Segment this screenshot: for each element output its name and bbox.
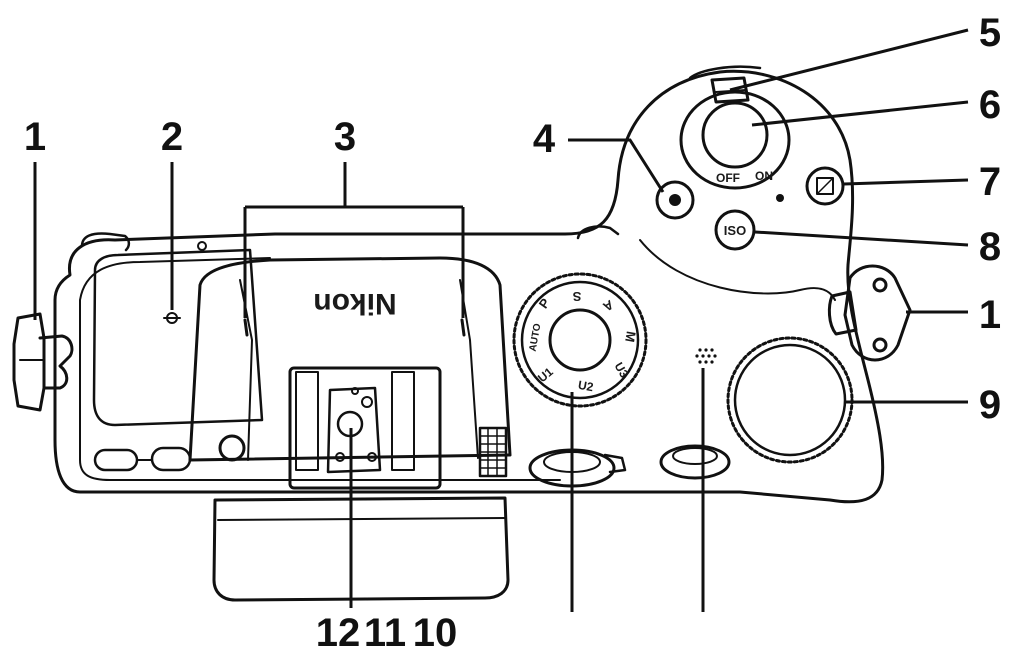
- brand-logo: Nikon: [313, 287, 396, 320]
- shoe-contact-c: [361, 396, 373, 408]
- exposure-compensation-button: [805, 166, 845, 206]
- mode-dial-u1: U1: [535, 364, 556, 385]
- iso-button: [714, 209, 756, 251]
- main-command-dial: [733, 343, 847, 457]
- strap-eyelet-right-lug: [827, 290, 858, 336]
- shoe-contact-b: [367, 452, 377, 462]
- accessory-shoe-rail-right: [391, 371, 415, 471]
- callout-8: 8: [979, 225, 1001, 269]
- viewfinder-hump: [188, 256, 512, 462]
- rear-button-left: [93, 448, 139, 472]
- iso-button-label: ISO: [724, 223, 746, 238]
- top-screw: [197, 241, 207, 251]
- grip-contour: [639, 239, 836, 301]
- speaker-grille: [695, 348, 717, 364]
- right-shoulder: [576, 225, 620, 240]
- camera-body-outline: [53, 69, 885, 504]
- power-switch-lever: [710, 76, 750, 104]
- callout-1-right: 1: [979, 293, 1001, 337]
- exposure-compensation-icon-diagonal: [816, 177, 834, 195]
- mode-dial-knurl: [512, 272, 648, 408]
- leader-5: [729, 28, 969, 92]
- callout-2: 2: [161, 115, 183, 159]
- leader-lines: [33, 28, 969, 612]
- rear-button-right: [150, 446, 192, 472]
- callout-6: 6: [979, 83, 1001, 127]
- callout-11: 11: [364, 611, 406, 655]
- mode-dial-s: S: [572, 289, 581, 304]
- callout-7: 7: [979, 160, 1001, 204]
- strap-eyelet-right-hole-bottom: [872, 337, 888, 353]
- callout-4: 4: [533, 117, 556, 161]
- movie-record-button: [655, 180, 695, 220]
- left-top-panel: [92, 248, 264, 427]
- mode-dial-p: P: [536, 295, 553, 311]
- mode-dial-u2: U2: [577, 378, 595, 395]
- strap-eyelet-left: [12, 312, 46, 412]
- leader-8: [754, 230, 969, 247]
- accessory-shoe-rail-left: [295, 371, 319, 471]
- movie-record-dot: [669, 194, 681, 206]
- shoe-contact-a: [335, 452, 345, 462]
- mode-dial-u3: U3: [612, 360, 632, 381]
- knurl-hatching: [479, 427, 507, 477]
- exposure-compensation-icon: [816, 177, 834, 195]
- microphone-right: [460, 318, 466, 337]
- leader-6: [751, 100, 969, 127]
- power-off-label: OFF: [716, 171, 740, 185]
- shoe-contact-d: [351, 387, 359, 395]
- lower-control-knob-right: [659, 444, 731, 480]
- strap-eyelet-right-hole-top: [872, 277, 888, 293]
- accessory-shoe: [288, 366, 442, 490]
- power-switch-ring: [679, 90, 791, 190]
- main-command-dial-knurl: [726, 336, 854, 464]
- eyepiece-ridge: [217, 517, 506, 521]
- mode-dial-face: [520, 280, 640, 400]
- eyepiece: [212, 496, 510, 602]
- strap-eyelet-left-lug: [38, 334, 74, 390]
- callout-5: 5: [979, 11, 1001, 55]
- power-on-label: ON: [755, 169, 773, 183]
- mode-dial-auto: AUTO: [528, 323, 544, 353]
- accessory-shoe-contact-plate: [326, 386, 382, 474]
- body-inner-ridge: [79, 257, 561, 481]
- left-shoulder: [80, 232, 131, 252]
- indicator-dot: [776, 194, 784, 202]
- mode-dial-lock-button: [548, 308, 612, 372]
- callout-12: 12: [316, 611, 361, 655]
- callout-9: 9: [979, 383, 1001, 427]
- grip-top-edge: [688, 65, 762, 80]
- lower-control-lever: [603, 453, 627, 474]
- callout-1-left: 1: [24, 115, 46, 159]
- microphone-left: [243, 318, 249, 337]
- callout-3: 3: [334, 115, 356, 159]
- mode-dial-a: A: [600, 297, 616, 315]
- lower-control-knob-right-top: [672, 447, 718, 465]
- strap-eyelet-right: [843, 264, 912, 362]
- shutter-release-button: [701, 101, 769, 169]
- leader-4: [568, 138, 665, 193]
- callout-10: 10: [413, 611, 458, 655]
- mode-dial-m: M: [622, 330, 639, 343]
- leader-7: [843, 178, 969, 186]
- diopter-knob: [218, 434, 246, 462]
